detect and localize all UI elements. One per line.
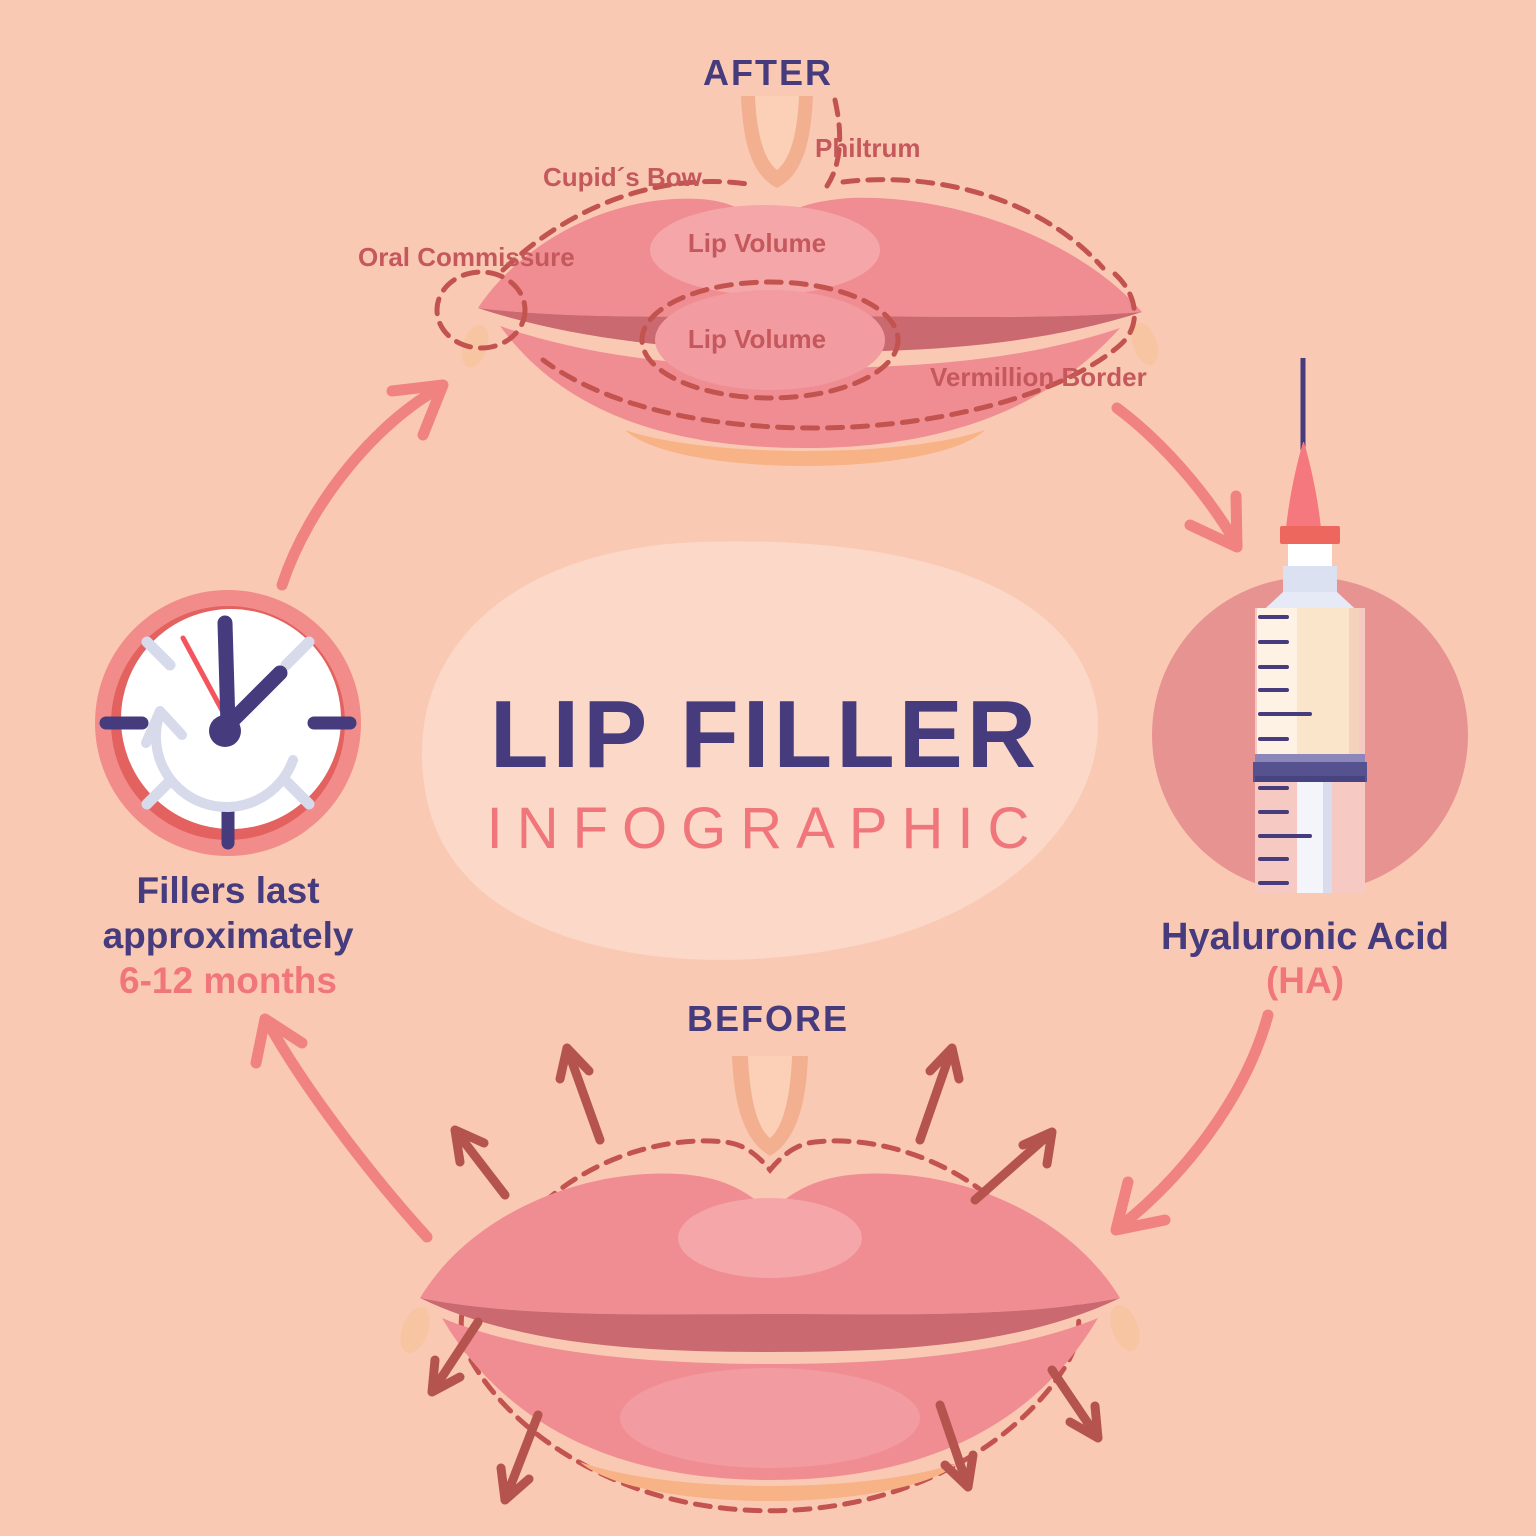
syringe-scale (1258, 615, 1312, 885)
after-lips-illustration (434, 96, 1159, 466)
chin-shadow (625, 430, 985, 466)
hour-hand (220, 665, 288, 733)
page-title: LIP FILLER (489, 681, 1041, 788)
center-blob (421, 541, 1099, 960)
cycle-arrow-clock-to-after (276, 379, 449, 591)
expansion-arrows (427, 1043, 1103, 1505)
label-lip-volume-upper: Lip Volume (687, 228, 827, 258)
needle-hub (1286, 442, 1321, 528)
syringe-icon (1152, 358, 1468, 893)
cupids-bow-dash-left (500, 178, 750, 273)
minute-hand (217, 615, 236, 733)
before-lips-illustration (400, 1043, 1140, 1514)
page-subtitle: INFOGRAPHIC (486, 796, 1044, 861)
label-philtrum: Philtrum (815, 133, 921, 163)
chin-shadow (580, 1462, 960, 1501)
before-heading: BEFORE (686, 998, 849, 1039)
hyaluronic-acid-label: Hyaluronic Acid (1161, 916, 1449, 958)
lower-lip (500, 326, 1120, 448)
duration-text: Fillers last approximately 6-12 months (38, 868, 418, 1003)
label-oral-commissure: Oral Commissure (358, 242, 575, 272)
duration-line3: 6-12 months (119, 960, 337, 1001)
plunger-seal (1255, 754, 1365, 764)
philtrum-dash (824, 97, 843, 189)
philtrum-shape (741, 96, 813, 188)
oral-commissure-dash (434, 269, 528, 351)
vermillion-border-dash (540, 271, 1137, 431)
label-cupids-bow: Cupid´s Bow (543, 162, 702, 192)
label-lip-volume-lower: Lip Volume (687, 324, 827, 354)
clock-icon (95, 590, 361, 856)
cycle-arrow-syringe-to-before (1110, 1009, 1274, 1236)
cycle-arrow-before-to-clock (250, 1013, 433, 1243)
ha-label: (HA) (1265, 960, 1345, 1001)
lip-volume-dash (639, 279, 901, 401)
refresh-arrow (141, 706, 298, 812)
mouth-line (420, 1298, 1120, 1352)
label-vermillion-border: Vermillion Border (930, 362, 1147, 392)
clock-center (209, 715, 241, 747)
cycle-arrow-after-to-syringe (1111, 402, 1243, 553)
cupids-bow-dash-right (840, 177, 1106, 271)
duration-line2: approximately (102, 915, 354, 956)
duration-line1: Fillers last (136, 870, 320, 911)
after-heading: AFTER (703, 52, 833, 93)
